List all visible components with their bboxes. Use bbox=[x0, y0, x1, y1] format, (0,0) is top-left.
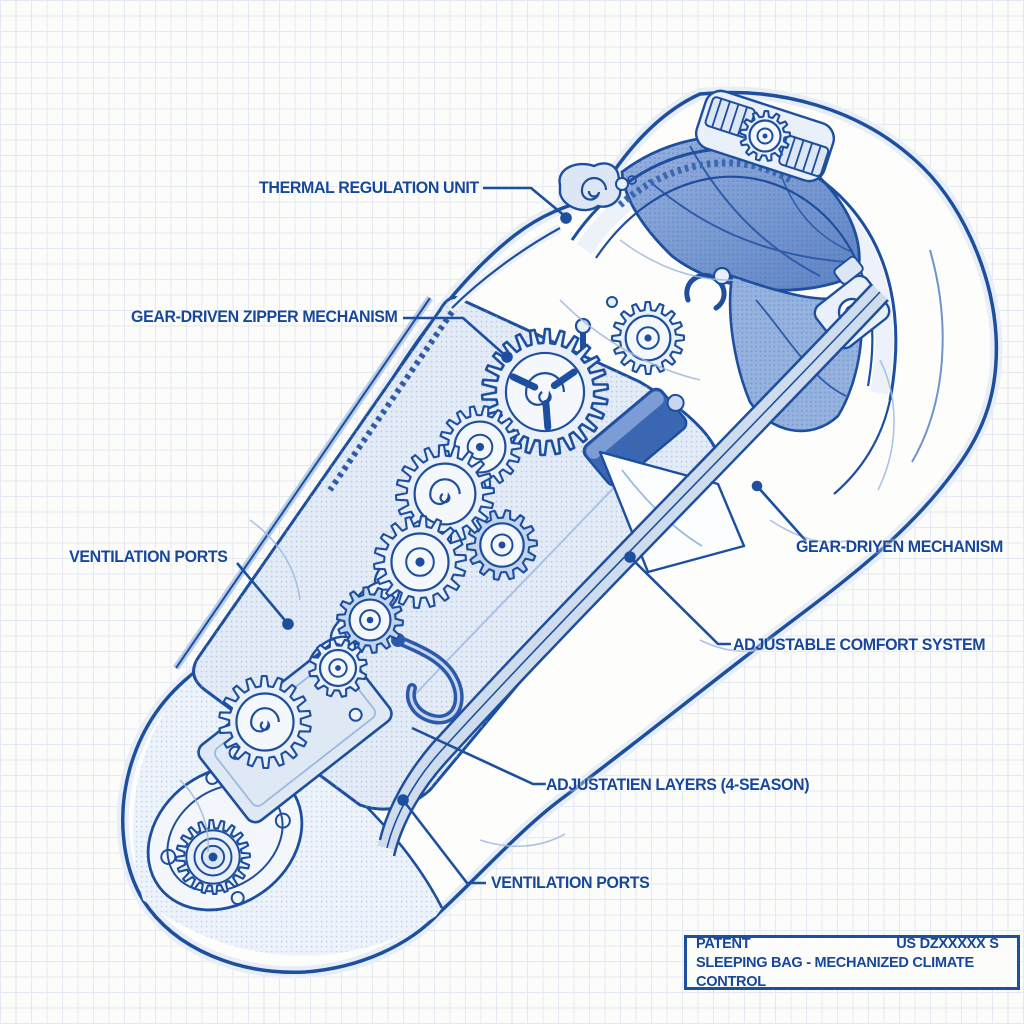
patent-title: SLEEPING BAG - MECHANIZED CLIMATE CONTRO… bbox=[696, 954, 974, 990]
label-adjustable-comfort-system: ADJUSTABLE COMFORT SYSTEM bbox=[733, 635, 986, 654]
fabric-wrinkles bbox=[179, 239, 895, 853]
label-ventilation-ports-left: VENTILATION PORTS bbox=[69, 547, 229, 566]
gearbox-gear bbox=[218, 674, 312, 770]
leader-adjustation-layers bbox=[411, 726, 546, 786]
main-gear bbox=[480, 327, 610, 457]
label-ventilation-ports-bottom: VENTILATION PORTS bbox=[491, 873, 650, 892]
patent-number: US DZXXXXX S bbox=[896, 935, 999, 952]
gear bbox=[465, 509, 539, 581]
leader-ventilation-bottom bbox=[397, 794, 486, 885]
leader-gear-driven-mechanism bbox=[751, 480, 807, 542]
label-adjustation-layers: ADJUSTATIEN LAYERS (4-SEASON) bbox=[546, 775, 810, 794]
leader-zipper-mechanism bbox=[403, 316, 513, 363]
leader-comfort-system bbox=[624, 551, 731, 646]
patent-title-box: PATENT US DZXXXXX S SLEEPING BAG - MECHA… bbox=[684, 935, 1020, 990]
label-gear-driven-mechanism: GEAR-DRIYEN MECHANISM bbox=[796, 537, 1003, 556]
zipper-band bbox=[377, 283, 889, 857]
gear bbox=[372, 514, 468, 610]
label-gear-driven-zipper-mechanism: GEAR-DRIVEN ZIPPER MECHANISM bbox=[130, 307, 398, 326]
gear bbox=[308, 638, 368, 698]
gear bbox=[335, 586, 405, 654]
gear bbox=[610, 300, 686, 376]
leader-lines bbox=[236, 186, 807, 885]
thermal-regulation-device bbox=[558, 162, 637, 212]
label-thermal-regulation-unit: THERMAL REGULATION UNIT bbox=[259, 178, 479, 197]
hood-gear bbox=[739, 109, 792, 162]
leader-thermal-regulation-unit bbox=[483, 186, 572, 224]
patent-label: PATENT bbox=[696, 935, 751, 952]
hose bbox=[391, 633, 464, 725]
leader-ventilation-left bbox=[236, 562, 294, 630]
gear-train bbox=[218, 300, 686, 770]
